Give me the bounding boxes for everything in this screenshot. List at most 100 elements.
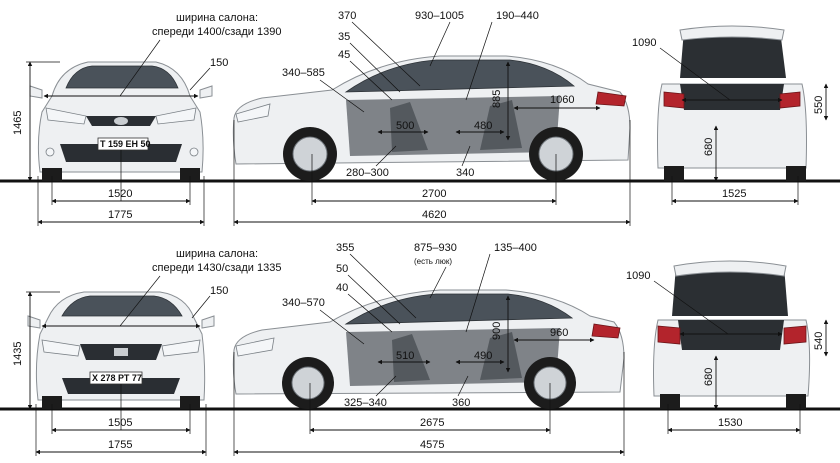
top-sill-height-value: 680 — [703, 138, 715, 156]
top-cabin-width-label: ширина салона: — [176, 12, 258, 24]
bottom-wheelbase-value: 2675 — [420, 417, 444, 429]
top-front-tire-right — [180, 168, 200, 181]
top-side-dim-190-440: 190–440 — [496, 10, 539, 22]
bottom-side-rear-seat — [480, 332, 522, 380]
top-front-foglight-right — [189, 147, 199, 157]
top-rear-open-lid — [680, 27, 786, 78]
top-side-dim-340: 340 — [456, 167, 474, 179]
top-front-mirror-left — [29, 85, 43, 99]
top-side-dim-885: 885 — [491, 90, 503, 108]
top-rear-track-value: 1525 — [722, 188, 746, 200]
bottom-rear-taillight-left — [657, 325, 681, 345]
bottom-side-dim-490: 490 — [474, 350, 492, 362]
bottom-rear-trunk-opening — [678, 320, 784, 350]
bottom-front-view: Х 278 РТ 77 1435 ширина салона: спереди … — [12, 248, 281, 456]
top-side-dim-930-1005: 930–1005 — [415, 10, 464, 22]
bottom-rear-tire-left — [660, 394, 680, 409]
bottom-side-dim-355: 355 — [336, 242, 354, 254]
top-front-headlight-left — [45, 107, 87, 125]
top-side-dim-1060: 1060 — [550, 94, 574, 106]
bottom-front-track-value: 1505 — [108, 417, 132, 429]
bottom-side-dim-50: 50 — [336, 263, 348, 275]
top-rear-trunk-opening — [680, 84, 784, 110]
top-side-leader-45 — [349, 60, 393, 101]
bottom-front-plate-frame — [89, 371, 143, 385]
top-side-dim-480: 480 — [474, 120, 492, 132]
bottom-side-dim-360: 360 — [452, 397, 470, 409]
bottom-front-height-value: 1435 — [12, 342, 24, 366]
top-front-headlight-right — [155, 107, 197, 125]
bottom-side-taillight — [591, 323, 621, 339]
bottom-side-leader-360 — [457, 375, 469, 397]
top-side-leader-190-440 — [465, 21, 493, 101]
bottom-side-leader-355 — [349, 253, 417, 319]
bottom-side-leader-40 — [347, 293, 393, 333]
top-mirror-offset-leader — [189, 67, 211, 91]
top-car-group: Т 159 ЕН 50 1465 ширина салона: спереди … — [0, 10, 840, 226]
bottom-front-headlight-left — [41, 339, 81, 357]
bottom-mirror-offset-value: 150 — [210, 285, 228, 297]
bottom-front-tire-right — [180, 396, 200, 409]
bottom-side-dim-40: 40 — [336, 282, 348, 294]
bottom-side-leader-135-400 — [465, 253, 491, 333]
top-front-height-value: 1465 — [12, 111, 24, 135]
bottom-side-view: 355 50 40 340–570 875–930 (есть люк) 135… — [232, 242, 625, 456]
top-side-leader-35 — [349, 42, 401, 93]
top-front-tire-left — [42, 168, 62, 181]
bottom-side-leader-50 — [347, 274, 401, 325]
top-rear-taillight-left — [663, 91, 685, 109]
bottom-trunk-width-leader — [653, 280, 729, 335]
bottom-side-leader-340-570 — [319, 309, 365, 345]
top-side-dim-35: 35 — [338, 31, 350, 43]
bottom-side-dim-900: 900 — [491, 322, 503, 340]
bottom-length-value: 4575 — [420, 439, 444, 451]
top-side-dim-370: 370 — [338, 10, 356, 22]
bottom-side-dim-510: 510 — [396, 350, 414, 362]
bottom-cabin-width-leader — [119, 275, 161, 327]
top-cabin-width-leader — [119, 39, 161, 97]
top-side-view: 370 35 45 340–585 930–1005 190–440 885 1… — [232, 10, 631, 226]
top-rear-lid-edge — [679, 25, 785, 41]
top-side-front-rim — [292, 136, 328, 172]
bottom-cabin-width-values: спереди 1430/сзади 1335 — [152, 262, 281, 274]
top-side-leader-280-300 — [375, 145, 397, 167]
top-front-plate-frame — [97, 137, 149, 151]
top-side-dim-45: 45 — [338, 49, 350, 61]
top-side-interior — [346, 96, 560, 156]
top-trunk-width-value: 1090 — [632, 37, 656, 49]
top-rear-tire-right — [786, 166, 806, 181]
bottom-trunk-width-value: 1090 — [626, 270, 650, 282]
top-rear-tire-left — [664, 166, 684, 181]
top-front-width-value: 1775 — [108, 209, 132, 221]
top-side-leader-340-585 — [319, 79, 365, 113]
bottom-rear-open-lid — [672, 262, 788, 316]
bottom-rear-tire-right — [786, 394, 806, 409]
bottom-side-dim-875-930: 875–930 — [414, 242, 457, 254]
top-length-value: 4620 — [422, 209, 446, 221]
bottom-front-windshield — [61, 295, 183, 317]
top-front-mirror-right — [199, 85, 213, 99]
top-cabin-width-values: спереди 1400/сзади 1390 — [152, 26, 281, 38]
top-front-windshield — [65, 65, 179, 89]
top-trunk-height-value: 550 — [813, 96, 825, 114]
bottom-side-leader-875-930 — [429, 266, 447, 299]
top-front-plate-text: Т 159 ЕН 50 — [100, 139, 151, 149]
bottom-side-dim-340-570: 340–570 — [282, 297, 325, 309]
top-wheelbase-value: 2700 — [422, 188, 446, 200]
top-side-headlight — [235, 103, 271, 123]
bottom-side-dim-135-400: 135–400 — [494, 242, 537, 254]
bottom-rear-track-value: 1530 — [718, 417, 742, 429]
bottom-side-headlight — [235, 337, 275, 357]
bottom-trunk-height-value: 540 — [813, 332, 825, 350]
top-side-leader-930-1005 — [429, 21, 451, 67]
bottom-side-leader-325-340 — [375, 375, 397, 397]
bottom-front-headlight-right — [161, 339, 201, 357]
bottom-rear-lid-edge — [673, 260, 787, 277]
bottom-side-dim-960: 960 — [550, 327, 568, 339]
top-side-front-seat — [390, 102, 428, 152]
top-side-leader-340 — [461, 145, 471, 167]
top-side-taillight — [595, 91, 627, 107]
bottom-side-dim-325-340: 325–340 — [344, 397, 387, 409]
top-mirror-offset-value: 150 — [210, 57, 228, 69]
